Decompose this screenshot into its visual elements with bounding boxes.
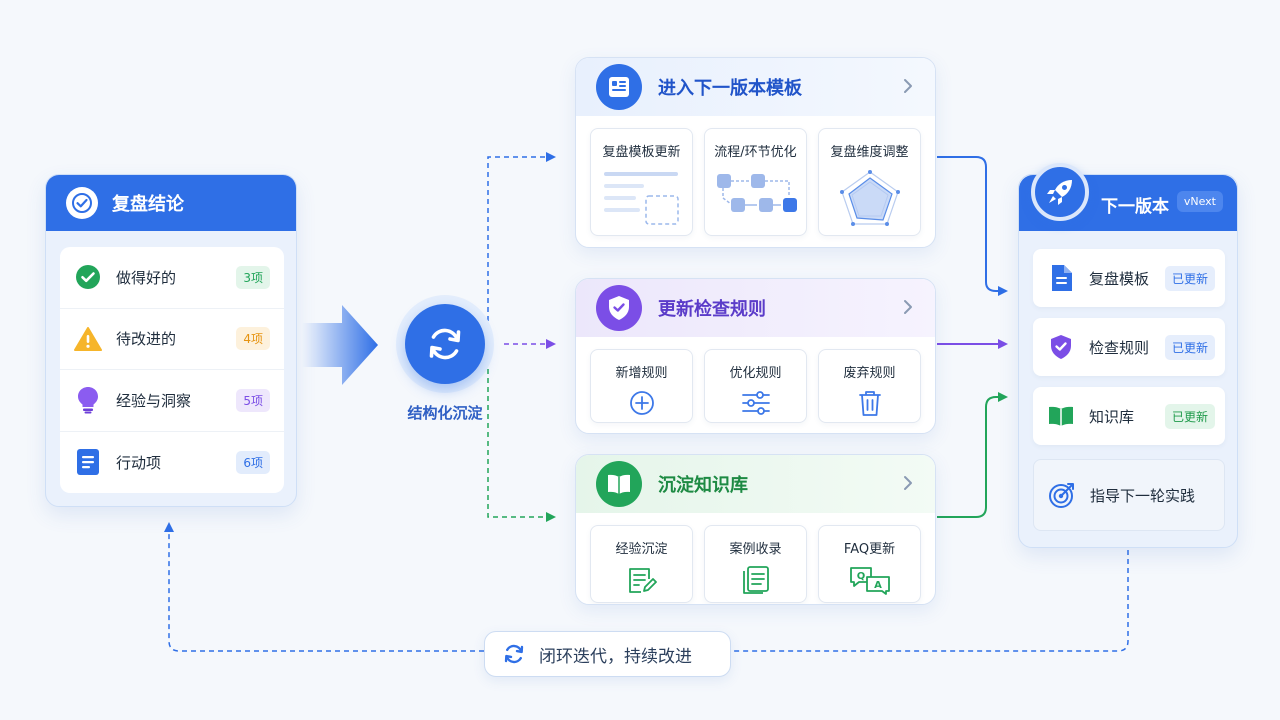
status-badge: 已更新 [1164, 403, 1215, 429]
lightbulb-icon [74, 386, 102, 414]
status-badge: 已更新 [1164, 334, 1215, 360]
next-item-template[interactable]: 复盘模板 已更新 [1033, 249, 1225, 307]
count-badge: 6项 [236, 450, 270, 474]
chevron-right-icon[interactable] [903, 299, 913, 315]
tile-label: 案例收录 [729, 542, 782, 557]
next-version-header: 下一版本 vNext [1019, 163, 1237, 231]
rules-card-header[interactable]: 更新检查规则 [576, 279, 935, 337]
kb-card-title: 沉淀知识库 [658, 475, 748, 496]
radar-icon [839, 170, 900, 226]
files-icon [742, 566, 769, 594]
next-item-label: 检查规则 [1089, 338, 1150, 357]
tile-label: 复盘维度调整 [830, 145, 909, 160]
deprecate-rule-tile[interactable]: 废弃规则 [818, 349, 921, 423]
optimize-rule-tile[interactable]: 优化规则 [704, 349, 807, 423]
rules-card-title: 更新检查规则 [658, 299, 766, 320]
template-card: 进入下一版本模板 复盘模板更新 流程/环节优化 [575, 57, 936, 248]
loop-connector [169, 526, 1129, 652]
shield-check-icon [596, 285, 642, 331]
template-lines-icon [603, 172, 679, 225]
trash-icon [858, 391, 881, 416]
tile-label: 流程/环节优化 [714, 145, 797, 160]
conclusion-title: 复盘结论 [112, 194, 184, 215]
warning-icon [74, 325, 102, 353]
conclusion-list: 做得好的 3项 待改进的 4项 经验与洞察 5项 行动项 6项 [60, 247, 284, 493]
case-collection-tile[interactable]: 案例收录 [704, 525, 807, 603]
template-update-tile[interactable]: 复盘模板更新 [590, 128, 693, 236]
plus-circle-icon [629, 391, 654, 415]
template-icon [596, 64, 642, 110]
conclusion-header: 复盘结论 [46, 175, 296, 231]
conclusion-card: 复盘结论 做得好的 3项 待改进的 4项 经验与洞察 5项 [45, 174, 297, 507]
status-badge: 已更新 [1164, 265, 1215, 291]
sliders-icon [741, 391, 770, 415]
document-icon [74, 448, 102, 476]
template-to-next-connector [937, 156, 1008, 296]
rules-card: 更新检查规则 新增规则 优化规则 废弃规则 [575, 278, 936, 434]
tile-label: 优化规则 [729, 366, 782, 381]
tile-label: FAQ更新 [843, 542, 896, 557]
add-rule-tile[interactable]: 新增规则 [590, 349, 693, 423]
chevron-right-icon[interactable] [903, 475, 913, 491]
list-item[interactable]: 做得好的 3项 [60, 247, 284, 309]
next-item-rules[interactable]: 检查规则 已更新 [1033, 318, 1225, 376]
target-icon [1048, 481, 1076, 509]
hub-to-template-connector [487, 152, 556, 330]
chevron-right-icon[interactable] [903, 78, 913, 94]
refresh-icon [405, 304, 485, 384]
next-item-label: 指导下一轮实践 [1090, 486, 1196, 505]
experience-tile[interactable]: 经验沉淀 [590, 525, 693, 603]
next-item-kb[interactable]: 知识库 已更新 [1033, 387, 1225, 445]
hub-label: 结构化沉淀 [407, 404, 483, 422]
version-tag: vNext [1176, 191, 1223, 212]
kb-card-header[interactable]: 沉淀知识库 [576, 455, 935, 513]
template-card-header[interactable]: 进入下一版本模板 [576, 58, 935, 116]
count-badge: 5项 [236, 388, 270, 412]
list-item-label: 做得好的 [116, 268, 177, 287]
check-circle-icon [74, 263, 102, 291]
next-version-title: 下一版本 [1101, 197, 1169, 217]
next-version-card: 下一版本 vNext 复盘模板 已更新 检查规则 已更新 知识库 已更新 指导下… [1018, 163, 1238, 548]
document-icon [1047, 264, 1075, 292]
book-icon [596, 461, 642, 507]
tile-label: 废弃规则 [843, 366, 896, 381]
process-optimize-tile[interactable]: 流程/环节优化 [704, 128, 807, 236]
list-item-label: 行动项 [116, 453, 162, 472]
kb-to-next-connector [937, 392, 1008, 518]
refresh-icon [504, 644, 524, 664]
template-card-title: 进入下一版本模板 [658, 78, 802, 99]
dimension-adjust-tile[interactable]: 复盘维度调整 [818, 128, 921, 236]
tile-label: 复盘模板更新 [602, 145, 681, 160]
note-edit-icon [628, 568, 657, 593]
tile-label: 新增规则 [615, 366, 668, 381]
loop-label: 闭环迭代，持续改进 [539, 646, 692, 667]
next-item-label: 复盘模板 [1089, 269, 1150, 288]
qa-icon: QA [849, 567, 890, 595]
list-item[interactable]: 待改进的 4项 [60, 309, 284, 370]
svg-text:Q: Q [856, 571, 865, 582]
count-badge: 3项 [236, 265, 270, 289]
flowchart-icon [716, 174, 797, 212]
hub-node[interactable] [396, 295, 494, 393]
tile-label: 经验沉淀 [615, 542, 668, 557]
list-item[interactable]: 经验与洞察 5项 [60, 370, 284, 432]
list-item-label: 经验与洞察 [116, 391, 192, 410]
list-item-label: 待改进的 [116, 330, 177, 349]
shield-check-icon [1047, 333, 1075, 361]
svg-text:A: A [874, 580, 882, 591]
list-item[interactable]: 行动项 6项 [60, 432, 284, 494]
loop-pill[interactable]: 闭环迭代，持续改进 [484, 631, 731, 677]
rocket-icon [1031, 163, 1089, 221]
hub-to-kb-connector [487, 360, 556, 522]
next-item-label: 知识库 [1089, 407, 1135, 426]
book-icon [1047, 402, 1075, 430]
check-badge-icon [66, 187, 98, 219]
flow-arrow-icon [302, 305, 378, 385]
count-badge: 4项 [236, 327, 270, 351]
next-item-guide[interactable]: 指导下一轮实践 [1033, 459, 1225, 531]
